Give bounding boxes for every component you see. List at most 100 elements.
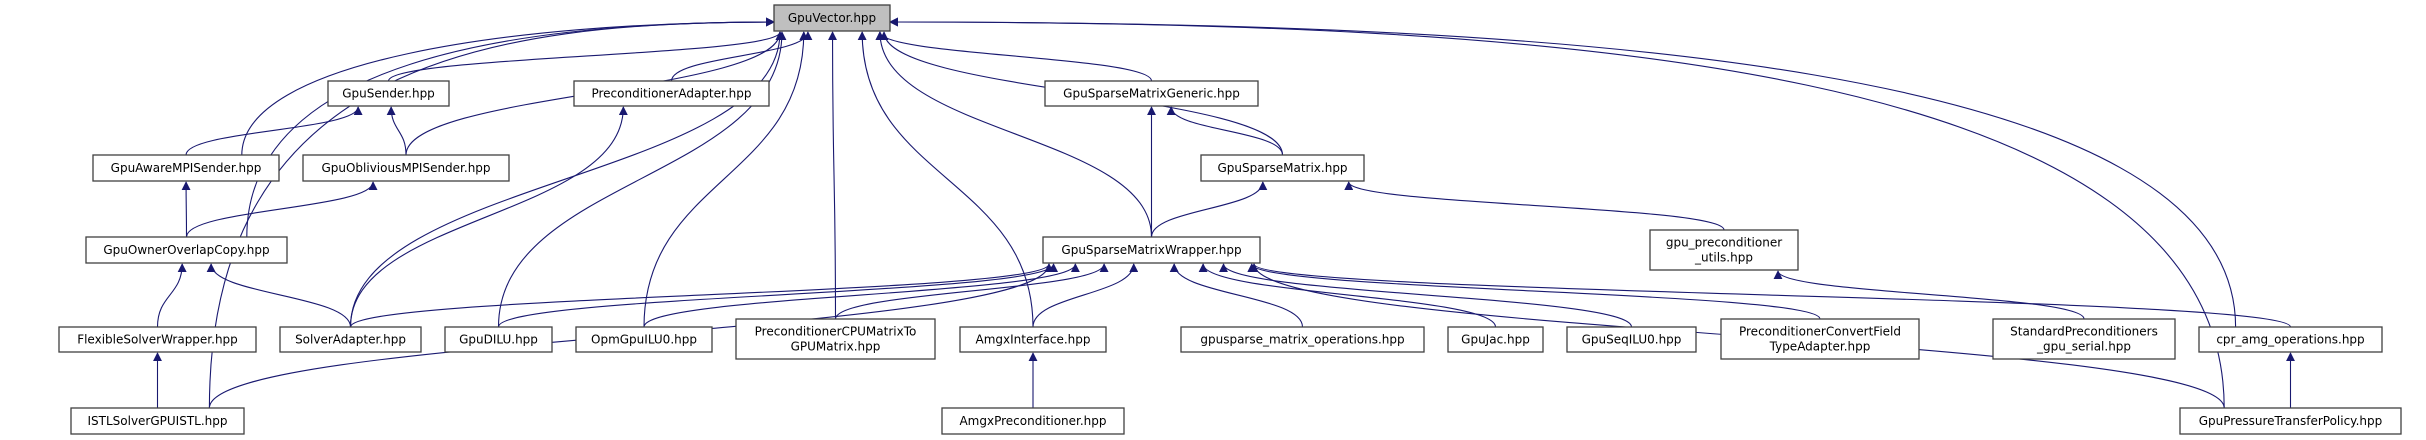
node-label: GpuJac.hpp — [1461, 333, 1530, 347]
node-stdprec[interactable]: StandardPreconditioners_gpu_serial.hpp — [1992, 318, 2176, 360]
edge-gpudilu-to-gpuvector — [497, 31, 787, 328]
node-label: GpuObliviousMPISender.hpp — [321, 161, 490, 175]
node-label: AmgxPreconditioner.hpp — [959, 414, 1106, 428]
node-box — [1566, 326, 1697, 353]
node-label: ISTLSolverGPUISTL.hpp — [87, 414, 227, 428]
node-label: PreconditionerAdapter.hpp — [591, 87, 751, 101]
edge-seqilu0-to-spwrapper — [1219, 263, 1633, 328]
node-label: gpusparse_matrix_operations.hpp — [1200, 333, 1404, 347]
node-label: _gpu_serial.hpp — [2036, 340, 2131, 354]
edge-preccpu-to-gpuvector — [828, 31, 838, 320]
edge-flexsolver-to-owneroverlap — [156, 263, 187, 328]
edge-awaremsender-to-gpusender — [185, 106, 363, 156]
node-box — [1042, 236, 1261, 264]
node-label: gpu_preconditioner — [1666, 236, 1782, 250]
edge-owneroverlap-to-obliviousmsender — [185, 181, 378, 238]
node-precadapter[interactable]: PreconditionerAdapter.hpp — [573, 80, 770, 107]
node-owneroverlap[interactable]: GpuOwnerOverlapCopy.hpp — [85, 236, 288, 264]
node-spgeneric[interactable]: GpuSparseMatrixGeneric.hpp — [1044, 80, 1259, 107]
node-label: GPUMatrix.hpp — [791, 340, 881, 354]
node-pressure[interactable]: GpuPressureTransferPolicy.hpp — [2179, 407, 2402, 435]
node-seqilu0[interactable]: GpuSeqILU0.hpp — [1566, 326, 1697, 353]
node-label: GpuSparseMatrixWrapper.hpp — [1061, 243, 1241, 257]
node-box — [327, 80, 450, 107]
node-box — [279, 326, 422, 353]
edge-precutils-to-spmatrix — [1344, 181, 1725, 231]
node-box — [2198, 326, 2383, 353]
node-box — [1180, 326, 1425, 353]
edge-gpujac-to-spwrapper — [1198, 263, 1497, 328]
node-box — [773, 4, 891, 32]
edge-solveradapter-to-owneroverlap — [206, 263, 352, 328]
node-label: FlexibleSolverWrapper.hpp — [77, 333, 238, 347]
node-flexsolver[interactable]: FlexibleSolverWrapper.hpp — [58, 326, 257, 353]
node-spwrapper[interactable]: GpuSparseMatrixWrapper.hpp — [1042, 236, 1261, 264]
node-label: GpuSender.hpp — [342, 87, 435, 101]
edge-cpramg-to-spwrapper — [1249, 263, 2292, 328]
node-label: TypeAdapter.hpp — [1769, 340, 1871, 354]
edge-gpusender-to-gpuvector — [387, 31, 785, 82]
node-box — [1720, 318, 1920, 360]
edge-spops-to-spwrapper — [1169, 263, 1304, 328]
node-box — [575, 326, 713, 353]
edge-opmilu0-to-spwrapper — [643, 263, 1080, 328]
edge-pressure-to-gpuvector — [889, 17, 2225, 409]
node-cpramg[interactable]: cpr_amg_operations.hpp — [2198, 326, 2383, 353]
node-box — [1992, 318, 2176, 360]
node-label: GpuOwnerOverlapCopy.hpp — [103, 243, 269, 257]
node-label: GpuVector.hpp — [788, 11, 876, 25]
node-label: GpuAwareMPISender.hpp — [111, 161, 262, 175]
edge-obliviousmsender-to-gpusender — [386, 106, 407, 156]
node-box — [444, 326, 553, 353]
node-label: GpuPressureTransferPolicy.hpp — [2199, 414, 2382, 428]
node-label: _utils.hpp — [1694, 251, 1753, 265]
node-gpuvector[interactable]: GpuVector.hpp — [773, 4, 891, 32]
node-box — [959, 326, 1107, 353]
node-box — [58, 326, 257, 353]
node-box — [735, 318, 936, 360]
node-opmilu0[interactable]: OpmGpuILU0.hpp — [575, 326, 713, 353]
node-gpudilu[interactable]: GpuDILU.hpp — [444, 326, 553, 353]
edge-owneroverlap-to-gpuvector — [246, 17, 775, 238]
node-label: GpuSparseMatrixGeneric.hpp — [1063, 87, 1240, 101]
edge-spmatrix-to-spgeneric — [1166, 106, 1284, 156]
node-precutils[interactable]: gpu_preconditioner_utils.hpp — [1649, 229, 1799, 271]
node-box — [302, 154, 510, 182]
node-label: cpr_amg_operations.hpp — [2216, 333, 2364, 347]
edge-amgxinterface-to-spwrapper — [1032, 263, 1139, 328]
edge-cpramg-to-gpuvector — [889, 17, 2237, 328]
node-gpusender[interactable]: GpuSender.hpp — [327, 80, 450, 107]
node-box — [941, 407, 1125, 435]
node-amgxinterface[interactable]: AmgxInterface.hpp — [959, 326, 1107, 353]
edge-gpudilu-to-spwrapper — [497, 263, 1058, 328]
edge-preccpu-to-spwrapper — [834, 263, 1109, 320]
edge-solveradapter-to-spwrapper — [349, 263, 1054, 328]
node-amgxprec[interactable]: AmgxPreconditioner.hpp — [941, 407, 1125, 435]
node-label: GpuSeqILU0.hpp — [1582, 333, 1682, 347]
edge-solveradapter-to-precadapter — [349, 106, 628, 328]
node-spops[interactable]: gpusparse_matrix_operations.hpp — [1180, 326, 1425, 353]
node-box — [1649, 229, 1799, 271]
node-label: GpuDILU.hpp — [459, 333, 538, 347]
edge-precconvert-to-spwrapper — [1247, 263, 1821, 320]
node-label: PreconditionerCPUMatrixTo — [755, 325, 917, 339]
node-awaremsender[interactable]: GpuAwareMPISender.hpp — [92, 154, 280, 182]
node-gpujac[interactable]: GpuJac.hpp — [1447, 326, 1544, 353]
node-box — [92, 154, 280, 182]
node-box — [85, 236, 288, 264]
edge-spwrapper-to-spmatrix — [1150, 181, 1268, 238]
node-label: StandardPreconditioners — [2010, 325, 2158, 339]
edge-amgxinterface-to-gpuvector — [857, 31, 1034, 328]
node-istlsolver[interactable]: ISTLSolverGPUISTL.hpp — [70, 407, 245, 435]
node-solveradapter[interactable]: SolverAdapter.hpp — [279, 326, 422, 353]
node-obliviousmsender[interactable]: GpuObliviousMPISender.hpp — [302, 154, 510, 182]
edge-spwrapper-to-gpuvector — [875, 31, 1153, 238]
node-label: SolverAdapter.hpp — [295, 333, 406, 347]
node-box — [2179, 407, 2402, 435]
node-label: OpmGpuILU0.hpp — [591, 333, 697, 347]
node-spmatrix[interactable]: GpuSparseMatrix.hpp — [1200, 154, 1365, 182]
edge-spgeneric-to-gpuvector — [875, 31, 1153, 82]
node-precconvert[interactable]: PreconditionerConvertFieldTypeAdapter.hp… — [1720, 318, 1920, 360]
node-label: GpuSparseMatrix.hpp — [1217, 161, 1347, 175]
